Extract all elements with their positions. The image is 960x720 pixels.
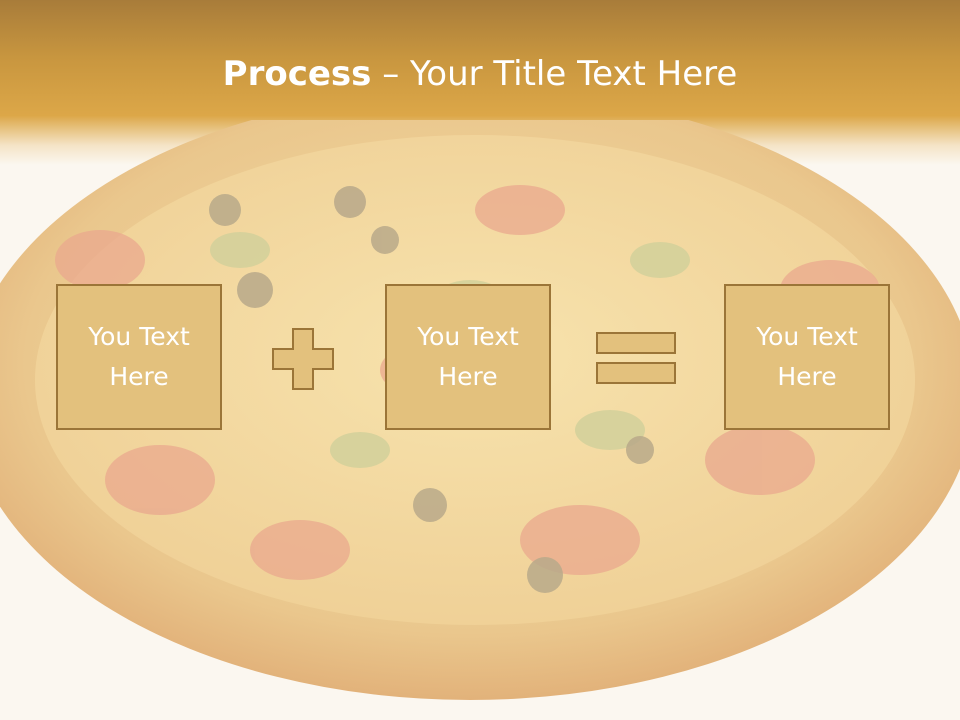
equals-icon xyxy=(596,332,676,384)
process-box-1-text: You Text Here xyxy=(88,322,190,391)
slide-title: Process – Your Title Text Here xyxy=(0,52,960,96)
process-box-2[interactable]: You Text Here xyxy=(385,284,551,430)
title-dash: – xyxy=(371,54,411,94)
process-box-3-text: You Text Here xyxy=(756,322,858,391)
process-box-1[interactable]: You Text Here xyxy=(56,284,222,430)
title-text: Your Title Text Here xyxy=(410,54,738,94)
title-bold: Process xyxy=(222,54,372,94)
process-box-2-text: You Text Here xyxy=(417,322,519,391)
process-box-3[interactable]: You Text Here xyxy=(724,284,890,430)
plus-icon xyxy=(272,328,334,390)
